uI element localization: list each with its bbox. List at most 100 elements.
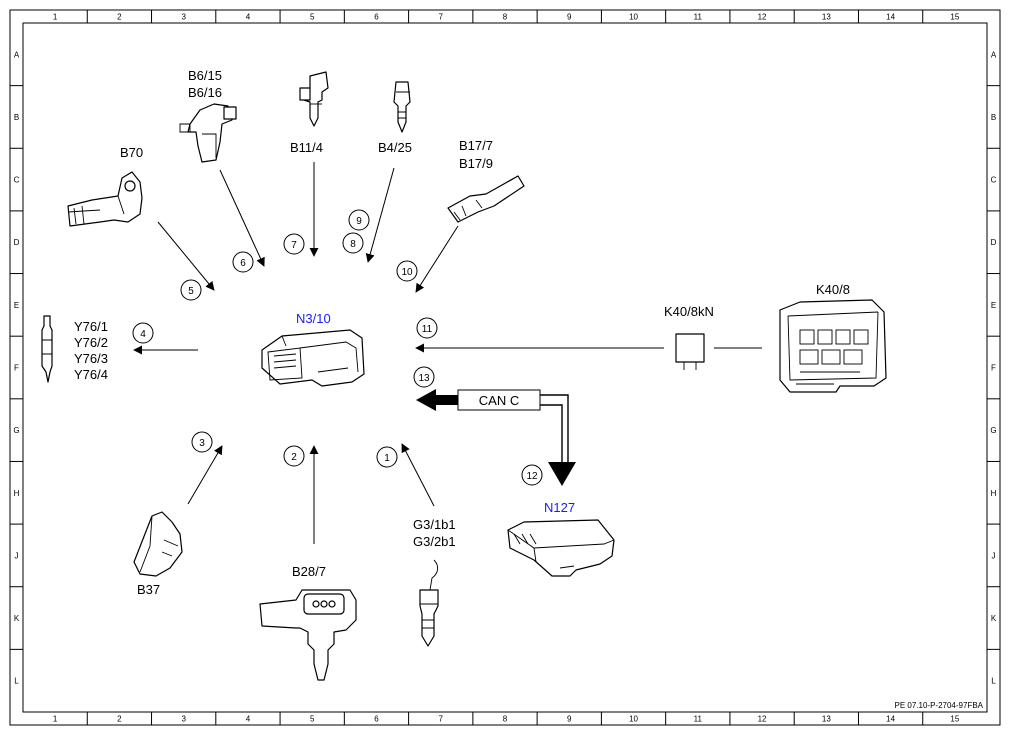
grid-col-bottom-3: 3 — [181, 715, 186, 724]
grid-row-left-H: H — [14, 489, 20, 498]
svg-text:3: 3 — [199, 438, 205, 449]
grid-col-top-14: 14 — [886, 13, 895, 22]
b70-label: B70 — [120, 145, 143, 160]
grid-col-top-7: 7 — [439, 13, 444, 22]
grid-col-top-8: 8 — [503, 13, 508, 22]
grid-col-bottom-10: 10 — [629, 715, 638, 724]
grid-col-bottom-1: 1 — [53, 715, 58, 724]
can-bus-line — [540, 394, 569, 467]
ecu-n3-10[interactable]: N3/10 — [261, 311, 365, 387]
b6-label-1: B6/15 — [188, 68, 222, 83]
callout-11: 11 — [416, 317, 438, 339]
svg-text:9: 9 — [356, 216, 362, 227]
callouts: 1 2 3 4 5 6 7 8 9 10 11 12 13 — [132, 209, 543, 486]
module-k40-8[interactable]: K40/8 — [779, 282, 887, 393]
svg-text:12: 12 — [526, 471, 538, 482]
grid-col-bottom-4: 4 — [246, 715, 251, 724]
callout-8: 8 — [342, 232, 364, 254]
grid-col-top-5: 5 — [310, 13, 315, 22]
grid-row-left-D: D — [14, 238, 20, 247]
sensor-b17[interactable]: B17/7 B17/9 — [447, 138, 525, 223]
b17-label-2: B17/9 — [459, 156, 493, 171]
grid-row-right-J: J — [992, 551, 996, 560]
relay-k40-8kn[interactable]: K40/8kN — [664, 304, 714, 370]
g3-label-2: G3/2b1 — [413, 534, 456, 549]
grid-row-left-C: C — [14, 176, 20, 185]
sensor-b70[interactable]: B70 — [67, 145, 143, 227]
grid-col-top-10: 10 — [629, 13, 638, 22]
grid-row-left-F: F — [14, 364, 19, 373]
grid-row-right-B: B — [991, 113, 996, 122]
grid-row-right-G: G — [990, 426, 996, 435]
grid-col-bottom-7: 7 — [439, 715, 444, 724]
grid-col-top-3: 3 — [181, 13, 186, 22]
n127-label: N127 — [544, 500, 575, 515]
svg-text:10: 10 — [401, 267, 413, 278]
b17-label-1: B17/7 — [459, 138, 493, 153]
grid-ticks — [10, 10, 1000, 725]
arrow-10 — [415, 225, 459, 293]
y76-label-2: Y76/2 — [74, 335, 108, 350]
can-arrow-left — [416, 389, 458, 411]
svg-text:6: 6 — [240, 258, 246, 269]
grid-col-top-12: 12 — [758, 13, 767, 22]
arrow-6 — [219, 169, 265, 267]
svg-text:13: 13 — [418, 373, 430, 384]
grid-col-top-1: 1 — [53, 13, 58, 22]
callout-6: 6 — [232, 251, 254, 273]
sensor-b37[interactable]: B37 — [133, 511, 183, 597]
injectors-y76[interactable]: Y76/1 Y76/2 Y76/3 Y76/4 — [41, 315, 108, 383]
grid-row-right-A: A — [991, 50, 997, 59]
grid-col-top-4: 4 — [246, 13, 251, 22]
svg-text:2: 2 — [291, 452, 297, 463]
sensor-b28-7[interactable]: B28/7 — [259, 564, 357, 681]
grid-labels: 1122334455667788991010111112121313141415… — [13, 13, 996, 724]
grid-row-right-F: F — [991, 364, 996, 373]
callout-9: 9 — [348, 209, 370, 231]
arrow-3 — [187, 445, 223, 505]
k40-label: K40/8 — [816, 282, 850, 297]
sensor-b4-25[interactable]: B4/25 — [378, 81, 412, 155]
b6-label-2: B6/16 — [188, 85, 222, 100]
grid-col-bottom-15: 15 — [950, 715, 959, 724]
k40kn-label: K40/8kN — [664, 304, 714, 319]
grid-row-right-C: C — [991, 176, 997, 185]
sensor-g3[interactable]: G3/1b1 G3/2b1 — [413, 517, 456, 647]
callout-10: 10 — [396, 260, 418, 282]
callout-12: 12 — [521, 464, 543, 486]
grid-col-top-11: 11 — [694, 13, 703, 22]
sensor-b6[interactable]: B6/15 B6/16 — [179, 68, 237, 163]
callout-7: 7 — [283, 233, 305, 255]
can-bus-connection[interactable]: CAN C — [416, 389, 576, 486]
grid-col-bottom-8: 8 — [503, 715, 508, 724]
callout-4: 4 — [132, 322, 154, 344]
can-label: CAN C — [479, 393, 519, 408]
can-label-box — [457, 389, 541, 411]
arrow-5 — [157, 221, 215, 291]
y76-label-1: Y76/1 — [74, 319, 108, 334]
grid-row-right-K: K — [991, 614, 997, 623]
grid-col-bottom-6: 6 — [374, 715, 379, 724]
svg-text:7: 7 — [291, 240, 297, 251]
b28-label: B28/7 — [292, 564, 326, 579]
grid-col-bottom-5: 5 — [310, 715, 315, 724]
inner-frame — [22, 22, 988, 713]
svg-text:1: 1 — [384, 453, 390, 464]
grid-row-left-L: L — [14, 677, 19, 686]
grid-row-left-K: K — [14, 614, 20, 623]
signal-arrows — [133, 162, 762, 544]
grid-row-left-B: B — [14, 113, 19, 122]
b4-label: B4/25 — [378, 140, 412, 155]
y76-label-3: Y76/3 — [74, 351, 108, 366]
svg-text:11: 11 — [422, 324, 433, 335]
y76-label-4: Y76/4 — [74, 367, 108, 382]
grid-row-left-E: E — [14, 301, 19, 310]
sensor-b11-4[interactable]: B11/4 — [290, 71, 329, 155]
grid-col-bottom-13: 13 — [822, 715, 831, 724]
control-unit-n127[interactable]: N127 — [507, 500, 615, 577]
svg-text:4: 4 — [140, 329, 146, 340]
ecu-label: N3/10 — [296, 311, 331, 326]
svg-text:8: 8 — [350, 239, 356, 250]
grid-col-bottom-2: 2 — [117, 715, 122, 724]
